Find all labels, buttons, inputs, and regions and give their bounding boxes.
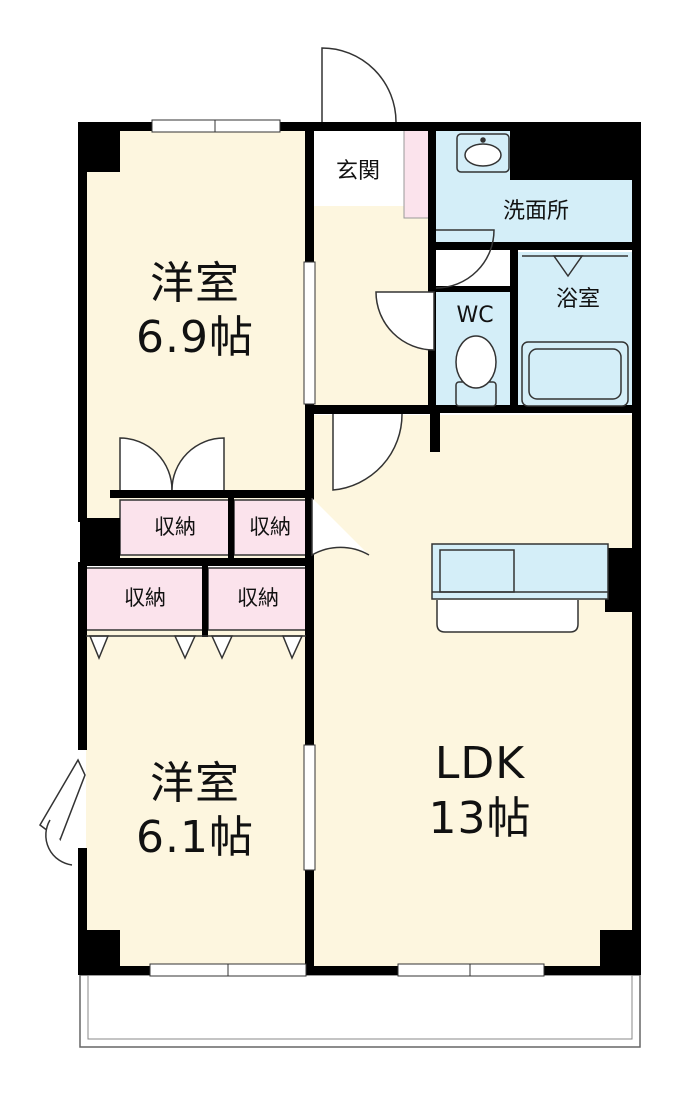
closet-folding-doors — [86, 635, 306, 660]
western-room-2-size: 6.1帖 — [136, 812, 254, 863]
bathroom-label: 浴室 — [555, 287, 600, 312]
closet-1-fill — [119, 499, 231, 556]
western-room-2-name: 洋室 — [150, 758, 240, 809]
closet-4-fill — [207, 567, 309, 631]
closet-label-4: 収納 — [237, 586, 279, 610]
western-room-1-size: 6.9帖 — [136, 312, 254, 363]
western-room-1-name: 洋室 — [150, 258, 240, 309]
entrance-floor — [314, 130, 404, 206]
entrance-label: 玄関 — [335, 159, 380, 184]
windows — [149, 119, 545, 977]
doors — [39, 47, 495, 866]
closet-label-1: 収納 — [154, 515, 196, 539]
ldk-size: 13帖 — [428, 793, 532, 844]
closet-label-2: 収納 — [249, 515, 291, 539]
closet-label-3: 収納 — [124, 586, 166, 610]
entrance-step — [403, 129, 433, 219]
closet-3-fill — [85, 567, 205, 631]
balcony — [79, 974, 641, 1048]
wc-label: WC — [456, 303, 494, 328]
ldk-floor — [314, 415, 634, 968]
western-room-2-floor — [86, 630, 308, 968]
ldk-name: LDK — [434, 738, 526, 789]
walls — [78, 122, 641, 975]
washroom-label: 洗面所 — [502, 199, 569, 224]
fixtures — [431, 133, 629, 633]
